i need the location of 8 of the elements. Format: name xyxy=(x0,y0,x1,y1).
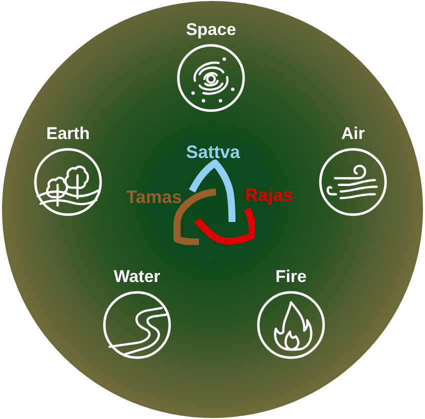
guna-label: Tamas xyxy=(126,187,182,207)
element-heading: Fire xyxy=(275,267,307,287)
element-heading: Water xyxy=(114,267,160,287)
element-heading: Earth xyxy=(46,124,90,144)
guna-label: Sattva xyxy=(186,142,240,162)
guna-label: Rajas xyxy=(244,185,294,205)
element-heading: Air xyxy=(341,124,365,144)
element-heading: Space xyxy=(186,20,236,40)
